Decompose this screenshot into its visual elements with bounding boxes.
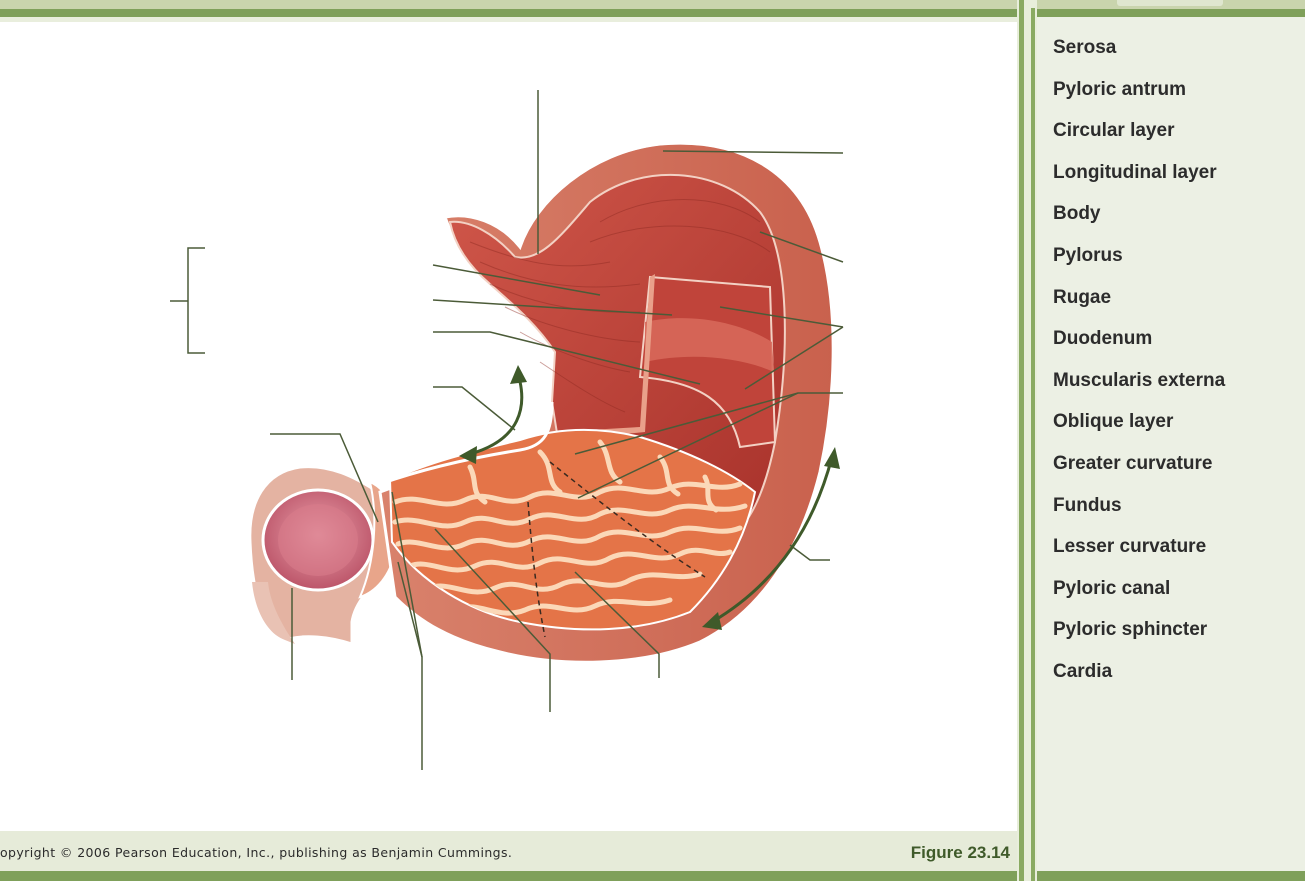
term-oblique-layer[interactable]: Oblique layer [1053, 411, 1225, 453]
term-pyloric-antrum[interactable]: Pyloric antrum [1053, 79, 1225, 121]
bottom-frame-bar [0, 871, 1305, 881]
top-frame-stripe-dark [0, 9, 1305, 17]
term-fundus[interactable]: Fundus [1053, 495, 1225, 537]
leader-line-muscularis-bracket [188, 248, 205, 353]
term-greater-curvature[interactable]: Greater curvature [1053, 453, 1225, 495]
term-serosa[interactable]: Serosa [1053, 37, 1225, 79]
term-rugae[interactable]: Rugae [1053, 287, 1225, 329]
panel-divider-line-right [1031, 8, 1035, 881]
top-panel-tab [1117, 0, 1223, 6]
term-lesser-curvature[interactable]: Lesser curvature [1053, 536, 1225, 578]
term-pyloric-canal[interactable]: Pyloric canal [1053, 578, 1225, 620]
term-duodenum[interactable]: Duodenum [1053, 328, 1225, 370]
panel-divider-line-left [1019, 0, 1024, 881]
diagram-area [0, 22, 1017, 831]
arrow-head-greater-top [824, 447, 840, 469]
leader-line-greater-curvature [790, 545, 830, 560]
term-list: Serosa Pyloric antrum Circular layer Lon… [1053, 37, 1225, 703]
leader-line-lesser-curvature [433, 387, 515, 430]
term-muscularis-externa[interactable]: Muscularis externa [1053, 370, 1225, 412]
term-pyloric-sphincter[interactable]: Pyloric sphincter [1053, 619, 1225, 661]
term-cardia[interactable]: Cardia [1053, 661, 1225, 703]
duodenum-shape [250, 467, 392, 644]
top-frame-stripe-light [0, 0, 1305, 9]
figure-label: Figure 23.14 [870, 843, 1010, 863]
copyright-text: opyright © 2006 Pearson Education, Inc.,… [0, 845, 720, 860]
term-panel: Serosa Pyloric antrum Circular layer Lon… [1037, 17, 1305, 871]
term-body[interactable]: Body [1053, 203, 1225, 245]
panel-divider [1017, 0, 1037, 881]
term-longitudinal-layer[interactable]: Longitudinal layer [1053, 162, 1225, 204]
term-pylorus[interactable]: Pylorus [1053, 245, 1225, 287]
term-circular-layer[interactable]: Circular layer [1053, 120, 1225, 162]
footer-bar: opyright © 2006 Pearson Education, Inc.,… [0, 831, 1017, 871]
arrow-head-lesser-top [510, 365, 527, 384]
stomach-illustration [0, 22, 1017, 831]
